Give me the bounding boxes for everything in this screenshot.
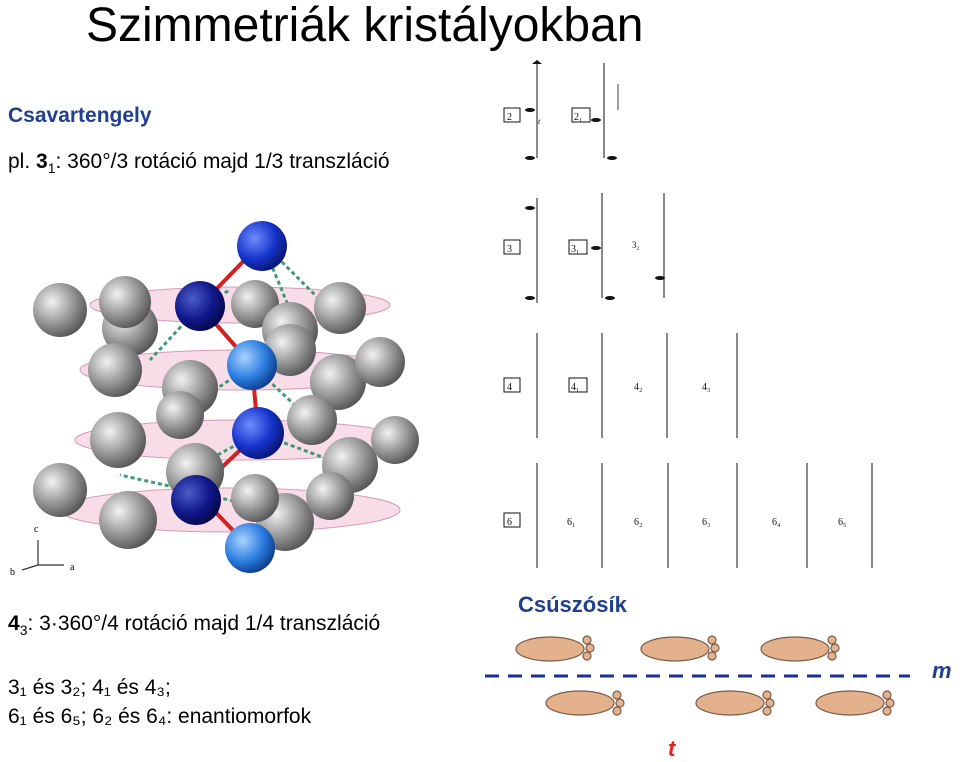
glide-plane-illustration (485, 635, 910, 716)
axis-a-label: a (70, 562, 75, 573)
row-2: 2 t 2₁ (503, 60, 619, 160)
axis-b-label: b (10, 567, 15, 578)
line2-rest: : 3·360°/4 rotáció majd 1/4 transzláció (27, 612, 381, 635)
enantiomorph-pairs-1: 3₁ és 3₂; 4₁ és 4₃; (8, 676, 171, 699)
row-3: 3 3₁ 3₂ (503, 193, 665, 303)
label-2: 2 (507, 112, 512, 123)
label-65: 6₅ (838, 517, 847, 528)
crystal-structure-illustration: c b a (10, 221, 419, 578)
mirror-label-m: m (932, 658, 952, 683)
translation-label-t: t (668, 736, 676, 761)
label-62: 6₂ (634, 517, 643, 528)
example-rest: : 360°/3 rotáció majd 1/3 transzláció (55, 150, 390, 173)
blue-atoms (171, 221, 287, 573)
row-6: 6 6₁ 6₂ 6₃ 6₄ 6₅ (503, 463, 873, 568)
label-42: 4₂ (634, 382, 643, 393)
screw-axis-43: 43: 3·360°/4 rotáció majd 1/4 transzláci… (8, 612, 381, 638)
example-symbol: 3 (36, 150, 48, 173)
label-63: 6₃ (702, 517, 711, 528)
gray-atoms (33, 276, 419, 551)
label-43: 4₃ (702, 382, 711, 393)
screw-axes-diagram: 2 t 2₁ 3 3₁ 3₂ 4 4₁ 4₂ 4₃ (503, 60, 873, 568)
enantiomorph-pairs-2: 6₁ és 6₅; 6₂ és 6₄: enantiomorfok (8, 705, 312, 728)
label-41: 4₁ (571, 382, 580, 393)
axis-triad (21, 540, 64, 571)
footprints-bottom (545, 690, 895, 716)
label-61: 6₁ (567, 517, 576, 528)
line2-symbol: 4 (8, 612, 20, 635)
label-31: 3₁ (571, 244, 580, 255)
example-sub: 1 (47, 160, 56, 176)
label-4: 4 (507, 382, 512, 393)
label-3: 3 (507, 244, 512, 255)
line2-sub: 3 (19, 622, 28, 638)
label-32: 3₂ (632, 240, 640, 250)
footprints-top (515, 635, 840, 662)
label-64: 6₄ (772, 517, 781, 528)
label-6: 6 (507, 517, 512, 528)
t-label-row2: t (538, 117, 541, 126)
screw-axis-example: pl. 31: 360°/3 rotáció majd 1/3 transzlá… (8, 150, 390, 176)
screw-axis-heading: Csavartengely (8, 104, 152, 127)
glide-plane-heading: Csúszósík (518, 592, 627, 617)
page-title: Szimmetriák kristályokban (86, 0, 644, 52)
row-4: 4 4₁ 4₂ 4₃ (503, 333, 738, 438)
axis-c-label: c (34, 524, 39, 535)
example-prefix: pl. (8, 150, 37, 173)
label-21: 2₁ (574, 112, 583, 123)
